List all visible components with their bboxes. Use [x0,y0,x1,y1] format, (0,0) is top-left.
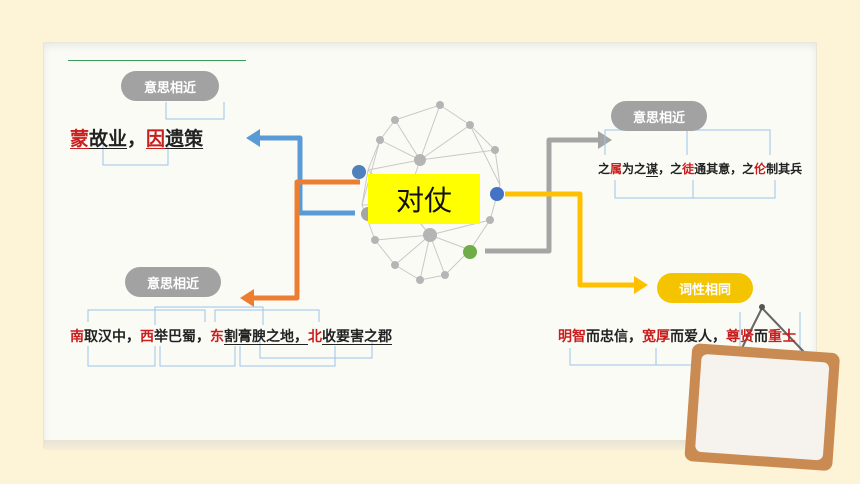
yellow-arrow [505,191,636,288]
sent-tr-part: 谋 [646,162,659,176]
sentence-bottom-left: 南取汉中，西举巴蜀，东割膏腴之地，北收要害之郡 [70,326,392,346]
tag-top-right: 意思相近 [611,101,707,131]
sent-tl-part: ， [127,128,147,150]
sent-tr-part: 属 [610,162,623,176]
sent-bl-part: 东 [210,329,224,345]
sent-tr-part: 制其兵 [766,162,803,176]
center-label: 对仗 [368,174,480,224]
sent-bl-part: 割膏腴之地， [224,329,308,345]
sentence-bottom-right: 明智而忠信，宽厚而爱人，尊贤而重士 [558,326,796,346]
orange-arrow [252,179,360,301]
sent-br-part: 而 [754,329,768,345]
sent-bl-part: 取汉中， [84,329,140,345]
sent-bl-part: 北 [308,329,322,345]
sent-tr-part: 之 [598,162,611,176]
sent-bl-part: 西 [140,329,154,345]
sentence-top-left: 蒙故业，因遗策 [70,124,203,151]
sent-bl-part: 收要害之郡 [322,329,392,345]
sent-br-part: 明智 [558,329,586,345]
sent-tl-part: 故业 [89,128,128,150]
sent-tl-part: 因 [146,128,166,150]
sent-tl-part: 遗策 [165,128,204,150]
sent-bl-part: 南 [70,329,84,345]
sent-br-part: 而爱人， [670,329,726,345]
top-accent-line [68,60,246,61]
sent-br-part: 重士 [768,329,796,345]
sent-tr-part: 伦 [754,162,767,176]
blue-node [352,165,366,179]
blue-arrow [258,135,355,216]
brackets-tl [102,102,225,166]
brackets-bl [87,306,373,367]
sent-br-part: 而忠信， [586,329,642,345]
sentence-top-right: 之属为之谋，之徒通其意，之伦制其兵 [598,160,802,177]
board-ledge [44,440,816,450]
tag-bottom-right: 词性相同 [657,273,753,303]
tag-bottom-left: 意思相近 [125,267,221,297]
sent-tr-part: 为之 [622,162,647,176]
tag-top-left: 意思相近 [121,71,219,101]
hanging-sign-icon [684,304,840,471]
sent-tr-part: 通其意，之 [694,162,755,176]
sent-br-part: 宽厚 [642,329,670,345]
green-node [463,245,477,259]
yellow-arrowhead [634,276,648,294]
sent-tr-part: ，之 [658,162,683,176]
blue-right-node [490,187,504,201]
sent-tl-part: 蒙 [70,128,90,150]
orange-arrowhead [240,289,254,307]
sent-tr-part: 徒 [682,162,695,176]
blue-arrowhead [246,129,260,147]
sent-bl-part: 举巴蜀， [154,329,210,345]
sent-br-part: 尊贤 [726,329,754,345]
